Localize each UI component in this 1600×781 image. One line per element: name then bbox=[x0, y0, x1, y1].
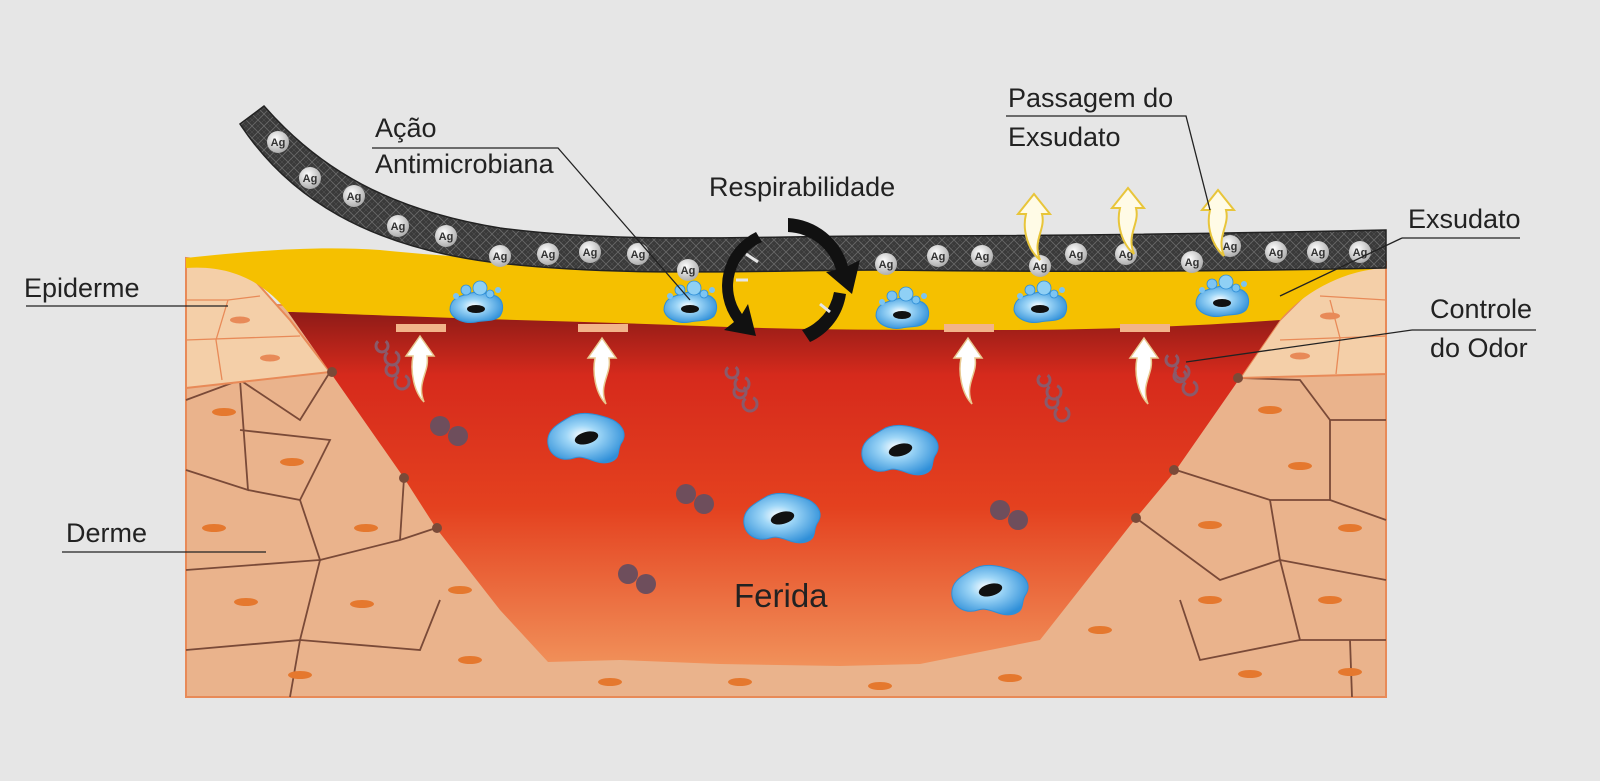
respirability-arrows-icon bbox=[722, 218, 860, 342]
ag-particle: Ag bbox=[387, 215, 409, 237]
label-epiderme: Epiderme bbox=[24, 273, 140, 303]
svg-text:Ag: Ag bbox=[1269, 247, 1284, 259]
svg-text:Ag: Ag bbox=[681, 265, 696, 277]
exudate-flow-arrows bbox=[396, 324, 1170, 405]
svg-text:Ag: Ag bbox=[1069, 249, 1084, 261]
ag-particle: Ag bbox=[1349, 241, 1371, 263]
ag-particle: Ag bbox=[971, 245, 993, 267]
label-passagem: Passagem do bbox=[1008, 83, 1173, 113]
ag-particle: Ag bbox=[435, 225, 457, 247]
ag-particle: Ag bbox=[1029, 255, 1051, 277]
ag-particle: Ag bbox=[579, 241, 601, 263]
ag-particle: Ag bbox=[1065, 243, 1087, 265]
svg-text:Ag: Ag bbox=[879, 259, 894, 271]
svg-text:Ag: Ag bbox=[271, 137, 286, 149]
ag-particle: Ag bbox=[1219, 235, 1241, 257]
label-do-odor: do Odor bbox=[1430, 333, 1528, 363]
svg-text:Ag: Ag bbox=[975, 251, 990, 263]
label-controle: Controle bbox=[1430, 294, 1532, 324]
silver-particles: Ag Ag Ag Ag Ag Ag Ag Ag Ag Ag Ag Ag Ag A… bbox=[267, 131, 1371, 281]
ag-particle: Ag bbox=[677, 259, 699, 281]
svg-text:Ag: Ag bbox=[303, 173, 318, 185]
ag-particle: Ag bbox=[267, 131, 289, 153]
svg-text:Ag: Ag bbox=[1223, 241, 1238, 253]
svg-text:Ag: Ag bbox=[541, 249, 556, 261]
ag-particle: Ag bbox=[875, 253, 897, 275]
svg-text:Ag: Ag bbox=[1119, 249, 1134, 261]
svg-text:Ag: Ag bbox=[583, 247, 598, 259]
ag-particle: Ag bbox=[489, 245, 511, 267]
svg-text:Ag: Ag bbox=[439, 231, 454, 243]
ag-particle: Ag bbox=[1181, 251, 1203, 273]
wound-bed bbox=[288, 312, 1280, 666]
ag-particle: Ag bbox=[1265, 241, 1287, 263]
svg-text:Ag: Ag bbox=[493, 251, 508, 263]
ag-particle: Ag bbox=[1307, 241, 1329, 263]
svg-text:Ag: Ag bbox=[1353, 247, 1368, 259]
svg-text:Ag: Ag bbox=[391, 221, 406, 233]
svg-text:Ag: Ag bbox=[931, 251, 946, 263]
label-antimicrobiana: Antimicrobiana bbox=[375, 149, 555, 179]
label-exsudato-passagem: Exsudato bbox=[1008, 122, 1121, 152]
label-ferida: Ferida bbox=[734, 577, 828, 614]
label-derme: Derme bbox=[66, 518, 147, 548]
ag-particle: Ag bbox=[299, 167, 321, 189]
cell-junction-dots bbox=[327, 367, 1243, 533]
ag-particle: Ag bbox=[343, 185, 365, 207]
svg-text:Ag: Ag bbox=[1311, 247, 1326, 259]
leader-lines bbox=[26, 115, 1536, 553]
label-exsudato: Exsudato bbox=[1408, 204, 1521, 234]
label-acao: Ação bbox=[375, 113, 437, 143]
ag-particle: Ag bbox=[537, 243, 559, 265]
ag-particle: Ag bbox=[927, 245, 949, 267]
svg-text:Ag: Ag bbox=[347, 191, 362, 203]
ag-particle: Ag bbox=[627, 243, 649, 265]
label-respirabilidade: Respirabilidade bbox=[709, 172, 895, 202]
svg-text:Ag: Ag bbox=[1185, 257, 1200, 269]
svg-text:Ag: Ag bbox=[631, 249, 646, 261]
svg-text:Ag: Ag bbox=[1033, 261, 1048, 273]
